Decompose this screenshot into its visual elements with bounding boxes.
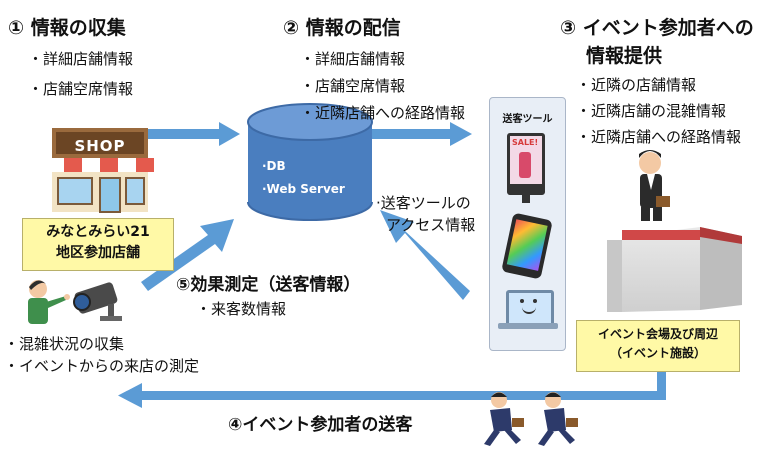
step2-item-detail: ・詳細店舗情報 (300, 50, 406, 68)
step2-title: ② 情報の配信 (283, 17, 401, 39)
step2-item-route: ・近隣店舗への経路情報 (300, 104, 466, 122)
person-with-phone-icon (639, 150, 670, 221)
step3-item-crowd: ・近隣店舗の混雑情報 (576, 102, 727, 120)
step1-item-vacancy: ・店舗空席情報 (28, 80, 134, 98)
signage-sale-label: SALE! (512, 138, 539, 147)
staff-person-icon (28, 280, 70, 324)
step1-item-detail: ・詳細店舗情報 (28, 50, 134, 68)
camera-icon (73, 282, 122, 321)
arrow-measure (141, 219, 234, 291)
db-label: ·DB (262, 159, 286, 173)
shop-sign-label: SHOP (74, 137, 126, 155)
arrow-send-customers (118, 368, 666, 408)
laptop-icon (506, 290, 554, 326)
digital-signage-icon: SALE! (507, 133, 545, 203)
camera-note-crowd: ・混雑状況の収集 (4, 335, 125, 353)
tools-panel: 送客ツール SALE! (489, 97, 566, 351)
web-server-label: ·Web Server (262, 182, 345, 196)
camera-note-measure: ・イベントからの来店の測定 (4, 357, 200, 375)
step4-title: ④イベント参加者の送客 (228, 415, 413, 435)
venue-building-icon (607, 227, 742, 312)
venue-box-line1: イベント会場及び周辺 (597, 327, 718, 341)
stores-box-line2: 地区参加店舗 (56, 245, 140, 261)
running-people-icon (484, 392, 578, 446)
step1-title: ① 情報の収集 (8, 17, 126, 39)
step3-title-line2: 情報提供 (586, 45, 663, 67)
smartphone-icon (501, 212, 553, 280)
step3-item-route: ・近隣店舗への経路情報 (576, 128, 742, 146)
step2-item-vacancy: ・店舗空席情報 (300, 77, 406, 95)
database-icon (247, 103, 373, 221)
stores-box-line1: みなとみらい21 (46, 224, 150, 240)
step5-title: ⑤効果測定（送客情報） (176, 275, 361, 295)
step5-item-visitors: ・来客数情報 (196, 300, 287, 318)
shop-icon (46, 128, 154, 213)
arrow-collect (147, 122, 240, 146)
step3-title-line1: ③ イベント参加者への (560, 17, 754, 39)
step3-item-nearby: ・近隣の店舗情報 (576, 76, 697, 94)
venue-box-line2: （イベント施設） (609, 346, 706, 360)
arrow-deliver (366, 122, 472, 146)
access-info-line1: ·送客ツールの (376, 194, 471, 212)
participating-stores-box: みなとみらい21 地区参加店舗 (22, 218, 174, 271)
arrow-access (380, 210, 470, 300)
tools-title: 送客ツール (502, 114, 553, 125)
access-info-line2: アクセス情報 (386, 216, 476, 234)
event-venue-box: イベント会場及び周辺 （イベント施設） (576, 320, 740, 372)
